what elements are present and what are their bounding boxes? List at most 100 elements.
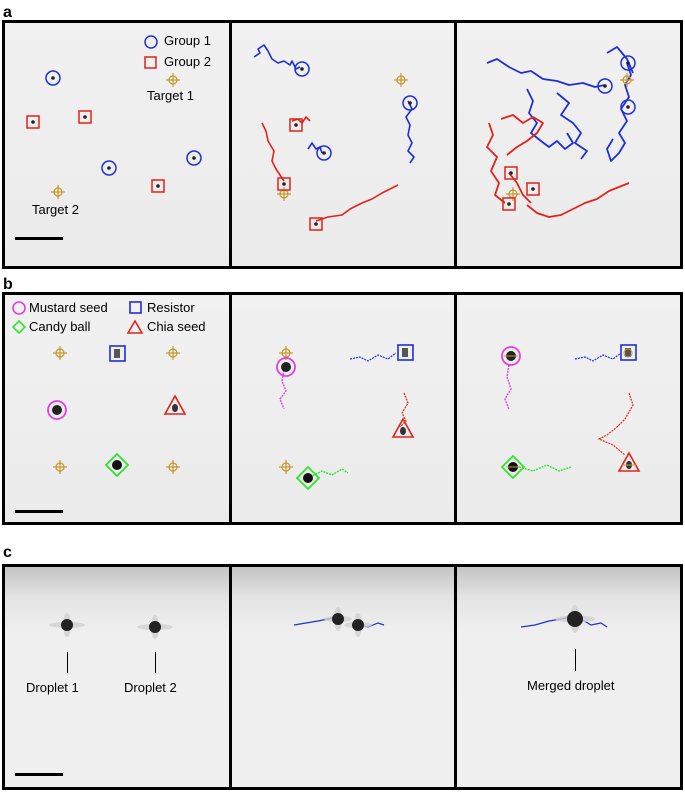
legend-candy-label: Candy ball [29, 319, 91, 334]
trajectory-trace [526, 182, 630, 218]
legend-group1-label: Group 1 [164, 33, 211, 48]
droplet-1-object [324, 607, 352, 631]
tile-separator [229, 23, 232, 266]
chia-trajectory [597, 392, 634, 456]
tile-separator [454, 567, 457, 787]
candy-ball-object-icon [104, 452, 130, 478]
trajectory-trace [556, 92, 588, 160]
trajectory-trace [486, 58, 606, 88]
tile-separator [229, 295, 232, 522]
group1-particle-icon [620, 55, 636, 71]
target-crosshair-icon [53, 346, 67, 360]
target-crosshair-icon [279, 460, 293, 474]
panel-a-tile-2 [232, 23, 454, 266]
panel-a-tile-3-graphics [486, 46, 636, 218]
chia-trajectory [399, 392, 409, 428]
trajectory-trace [307, 142, 323, 154]
resistor-trajectory [574, 352, 622, 362]
group1-particle-icon [597, 78, 613, 94]
scale-bar [15, 510, 63, 513]
legend-mustard-circle-icon [12, 301, 26, 315]
candy-trajectory [309, 468, 349, 478]
tile-separator [229, 567, 232, 787]
mustard-trajectory [279, 369, 287, 410]
group1-particle-icon [402, 95, 418, 111]
group1-particle-icon [294, 61, 310, 77]
legend-resistor-label: Resistor [147, 300, 195, 315]
droplet-2-object [344, 613, 372, 637]
group2-particle-icon [26, 115, 40, 129]
trajectory-trace [261, 122, 285, 182]
trajectory-trace [253, 44, 301, 70]
droplet-1-label: Droplet 1 [26, 680, 79, 695]
scale-bar [15, 237, 63, 240]
panel-a-tile-2-graphics [253, 44, 418, 231]
panel-c-tile-3-graphics [520, 605, 608, 633]
chia-seed-object-icon [391, 417, 415, 438]
panel-label-b: b [3, 276, 13, 293]
merged-droplet-pointer [575, 649, 576, 671]
panel-b-tile-3 [457, 295, 680, 522]
trajectory-trace [606, 46, 634, 74]
mustard-seed-object-icon [501, 346, 521, 366]
trajectory-trace [526, 88, 574, 150]
group2-particle-icon [151, 179, 165, 193]
panel-b-tile-1-graphics [11, 301, 187, 478]
droplet-2-pointer [155, 652, 156, 673]
trajectory-trace [405, 100, 415, 164]
panel-b-tile-2-graphics [276, 344, 415, 491]
merged-droplet-object [555, 605, 595, 633]
mustard-trajectory [504, 364, 512, 410]
chia-seed-object-icon [163, 394, 187, 415]
droplet-trajectory [580, 618, 608, 628]
target-2-label: Target 2 [32, 202, 79, 217]
legend-group2-label: Group 2 [164, 54, 211, 69]
target-crosshair-icon [506, 187, 520, 201]
legend-candy-diamond-icon [11, 319, 27, 335]
panel-a-tile-3 [457, 23, 680, 266]
merged-droplet-label: Merged droplet [527, 678, 615, 693]
target-crosshair-icon [394, 73, 408, 87]
panel-label-c: c [3, 544, 12, 561]
candy-trajectory [518, 464, 572, 472]
legend-group2-square-icon [144, 56, 157, 69]
panel-b-tile-2 [232, 295, 454, 522]
target-crosshair-icon [166, 73, 180, 87]
scale-bar [15, 773, 63, 776]
group1-particle-icon [101, 160, 117, 176]
panel-c-tile-3: Merged droplet [457, 567, 680, 787]
target-crosshair-icon [53, 460, 67, 474]
group2-particle-icon [289, 118, 303, 132]
trajectory-trace [508, 172, 532, 204]
panel-a-tile-1-graphics [26, 35, 202, 199]
panel-a-tile-1: Group 1 Group 2 Target 1 Target 2 [5, 23, 229, 266]
legend-chia-label: Chia seed [147, 319, 206, 334]
legend-resistor-square-icon [129, 301, 142, 314]
tile-separator [454, 23, 457, 266]
resistor-trajectory [349, 352, 397, 362]
group1-particle-icon [316, 145, 332, 161]
group2-particle-icon [504, 166, 518, 180]
tile-separator [454, 295, 457, 522]
panel-b-frame: Mustard seed Candy ball Resistor Chia se… [2, 292, 683, 525]
group1-particle-icon [186, 150, 202, 166]
group2-particle-icon [309, 217, 323, 231]
panel-c-tile-2 [232, 567, 454, 787]
group1-particle-icon [620, 99, 636, 115]
droplet-2-label: Droplet 2 [124, 680, 177, 695]
group1-trajectories [253, 44, 415, 164]
group1-trajectories [486, 46, 634, 162]
legend-chia-triangle-icon [126, 319, 144, 334]
legend-group1-circle-icon [144, 35, 158, 49]
panel-c-tile-1: Droplet 1 Droplet 2 [5, 567, 229, 787]
trajectory-trace [291, 116, 311, 124]
panel-c-frame: Droplet 1 Droplet 2 [2, 564, 683, 790]
panel-label-a: a [3, 4, 12, 21]
panel-b-tile-3-graphics [500, 344, 641, 480]
resistor-object-icon [109, 345, 126, 362]
group2-trajectories [261, 116, 399, 222]
panel-b-tile-1: Mustard seed Candy ball Resistor Chia se… [5, 295, 229, 522]
droplet-2-object [137, 615, 173, 639]
candy-ball-object-icon [295, 465, 321, 491]
group2-particle-icon [277, 177, 291, 191]
